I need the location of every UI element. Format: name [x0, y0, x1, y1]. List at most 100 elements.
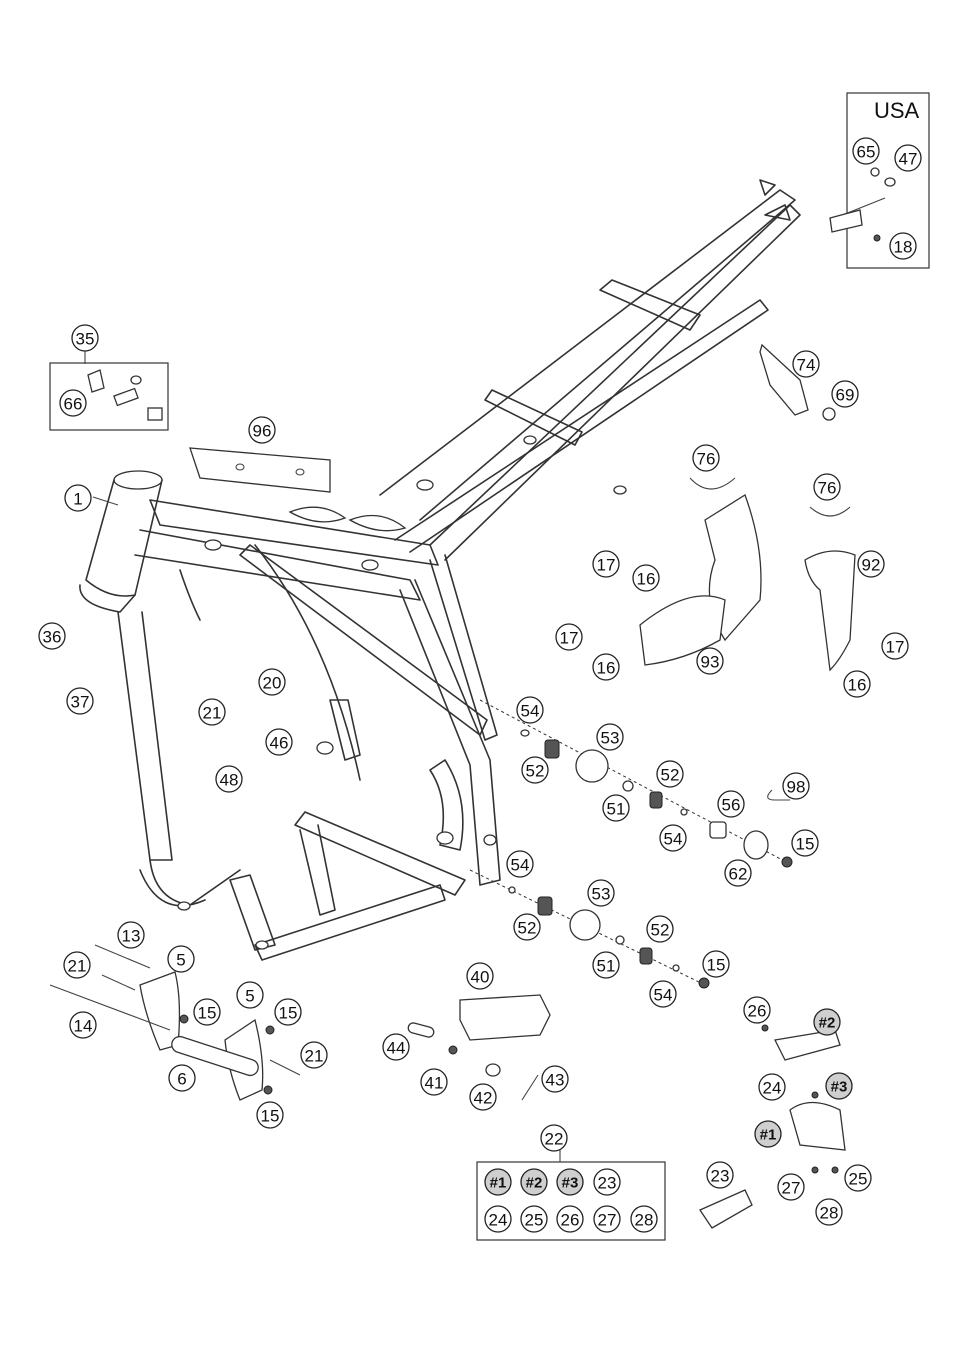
callout-label: 52: [651, 921, 670, 940]
callout-label: 76: [818, 479, 837, 498]
callout-c25a: 25: [844, 1164, 872, 1192]
callout-c65: 65: [852, 137, 880, 165]
callout-label: 52: [661, 766, 680, 785]
callout-c76b: 76: [813, 473, 841, 501]
callout-label: 24: [489, 1211, 508, 1230]
callout-label: 27: [598, 1211, 617, 1230]
callout-label: 17: [886, 638, 905, 657]
callout-label: 15: [261, 1107, 280, 1126]
callout-c54d: 54: [649, 980, 677, 1008]
callout-label: 21: [203, 704, 222, 723]
callout-label: 13: [122, 927, 141, 946]
callout-c76a: 76: [692, 444, 720, 472]
usa-parts-box: [846, 92, 930, 269]
callout-label: 14: [74, 1017, 93, 1036]
callout-c23a: 23: [706, 1161, 734, 1189]
frame-guard: [639, 595, 726, 666]
callout-label: 65: [857, 143, 876, 162]
callout-c27a: 27: [777, 1173, 805, 1201]
callout-c16c: 16: [843, 670, 871, 698]
callout-c17a: 17: [592, 550, 620, 578]
callout-label: 25: [525, 1211, 544, 1230]
footpeg: [459, 994, 551, 1041]
callout-c51a: 51: [602, 794, 630, 822]
callout-label: 54: [521, 702, 540, 721]
callout-label: 26: [748, 1002, 767, 1021]
callout-label: 21: [305, 1047, 324, 1066]
callout-label: 98: [787, 778, 806, 797]
callout-c41: 41: [420, 1068, 448, 1096]
callout-c66: 66: [59, 389, 87, 417]
callout-c51b: 51: [592, 951, 620, 979]
callout-label: 23: [711, 1167, 730, 1186]
callout-c42: 42: [469, 1083, 497, 1111]
callout-label: 47: [899, 150, 918, 169]
engine-mount-spacer: [171, 1035, 259, 1077]
callout-c1: 1: [64, 484, 92, 512]
callout-label: 46: [270, 734, 289, 753]
callout-c92: 92: [857, 550, 885, 578]
callout-c21b: 21: [63, 951, 91, 979]
callout-label: 27: [782, 1179, 801, 1198]
callout-c52d: 52: [646, 915, 674, 943]
callout-label: 5: [176, 951, 185, 970]
callout-c54a: 54: [516, 696, 544, 724]
callout-label: 24: [763, 1079, 782, 1098]
callout-c15d: 15: [274, 998, 302, 1026]
callout-label: 28: [635, 1211, 654, 1230]
callout-label: 51: [607, 800, 626, 819]
callout-c53b: 53: [587, 879, 615, 907]
callout-label: 74: [797, 356, 816, 375]
callout-label: 92: [862, 556, 881, 575]
callout-c17b: 17: [555, 623, 583, 651]
callout-c37: 37: [66, 687, 94, 715]
callout-c62: 62: [724, 859, 752, 887]
callout-c18: 18: [889, 232, 917, 260]
callout-label: 53: [601, 729, 620, 748]
callout-label: 22: [545, 1130, 564, 1149]
callout-c27b: 27: [593, 1205, 621, 1233]
callout-label: 25: [849, 1170, 868, 1189]
callout-c5a: 5: [167, 945, 195, 973]
callout-label: 15: [796, 835, 815, 854]
callout-c24a: 24: [758, 1073, 786, 1101]
callout-c47: 47: [894, 144, 922, 172]
callout-label: 93: [701, 653, 720, 672]
callout-c28a: 28: [815, 1198, 843, 1226]
callout-label: 1: [73, 490, 82, 509]
callout-label: #1: [490, 1175, 507, 1192]
callout-c15a: 15: [791, 829, 819, 857]
callout-c74: 74: [792, 350, 820, 378]
callout-label: 96: [253, 422, 272, 441]
callout-c52b: 52: [656, 760, 684, 788]
fork-guard: [804, 550, 856, 672]
callout-c93: 93: [696, 647, 724, 675]
callout-label: 21: [68, 957, 87, 976]
callout-label: 36: [43, 628, 62, 647]
callout-c46: 46: [265, 728, 293, 756]
callout-label: 54: [654, 986, 673, 1005]
callout-c6: 6: [168, 1064, 196, 1092]
callout-label: #2: [526, 1175, 543, 1192]
callout-c16a: 16: [632, 564, 660, 592]
callout-c16b: 16: [592, 653, 620, 681]
callout-label: 35: [76, 330, 95, 349]
callout-label: 37: [71, 693, 90, 712]
callout-label: 6: [177, 1070, 186, 1089]
callout-label: #3: [562, 1175, 579, 1192]
callout-c54b: 54: [659, 824, 687, 852]
callout-c21c: 21: [300, 1041, 328, 1069]
callout-c15e: 15: [256, 1101, 284, 1129]
callout-label: 52: [518, 919, 537, 938]
callout-c17c: 17: [881, 632, 909, 660]
callout-label: 20: [263, 674, 282, 693]
callout-c25b: 25: [520, 1205, 548, 1233]
usa-label: USA: [874, 98, 920, 123]
callout-c56: 56: [717, 790, 745, 818]
callout-label: 52: [526, 762, 545, 781]
callout-label: 23: [598, 1174, 617, 1193]
callout-c22: 22: [540, 1124, 568, 1152]
callout-c96: 96: [248, 416, 276, 444]
callout-c24b: 24: [484, 1205, 512, 1233]
